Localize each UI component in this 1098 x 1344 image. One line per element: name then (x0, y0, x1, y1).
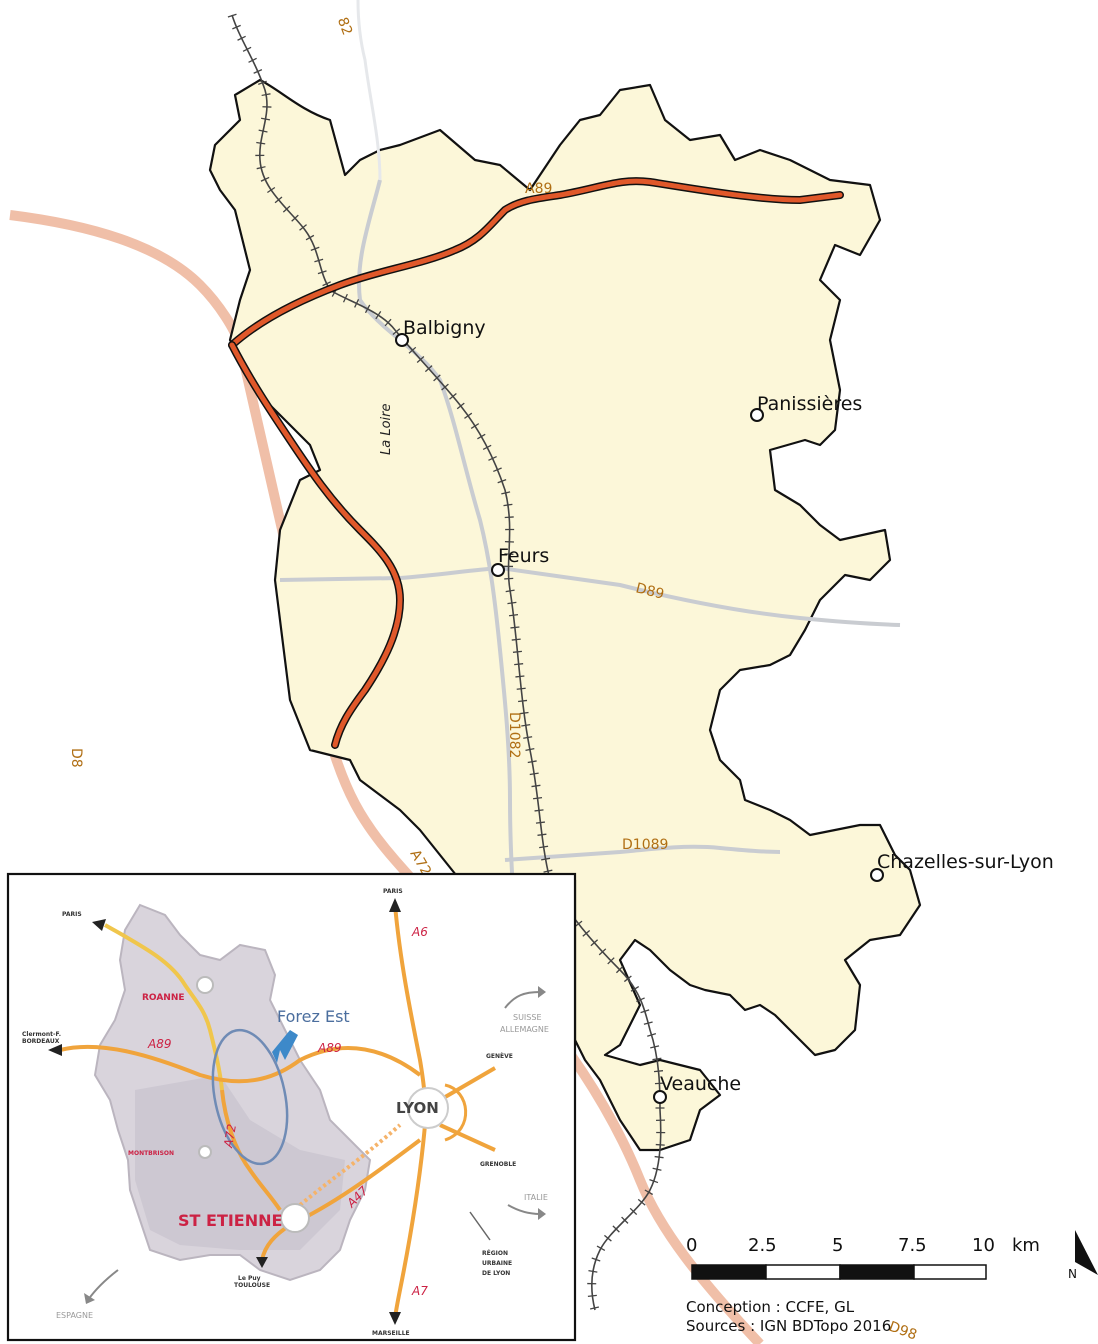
territory-outline (208, 78, 922, 1152)
inset-region2-label: URBAINE (482, 1260, 512, 1267)
inset-montbrison-label: MONTBRISON (128, 1150, 174, 1157)
inset-road-a45 (298, 1123, 402, 1207)
a89-label: A89 (525, 181, 552, 197)
inset-arrow-suisse (504, 991, 541, 1009)
inset-lyon-marker (407, 1087, 449, 1129)
inset-clermont-label: Clermont-F. (22, 1031, 61, 1038)
inset-paris-n-label: PARIS (383, 888, 403, 895)
inset-road-lyon-ring (444, 1083, 468, 1142)
d98-label: D98 (887, 1319, 919, 1344)
a89-motorway-fill (229, 178, 843, 348)
d1082-road (357, 179, 517, 921)
inset-region-pointer (469, 1211, 491, 1241)
balbigny-label: Balbigny (403, 317, 486, 339)
d1089-road (504, 844, 781, 862)
inset-toulouse-label: TOULOUSE (234, 1282, 270, 1289)
inset-lepuy-label: Le Puy (238, 1275, 261, 1282)
inset-road-a89 (59, 1044, 422, 1084)
inset-road-geneve (438, 1066, 497, 1102)
inset-arrow-italie (507, 1204, 541, 1215)
inset-road-a72 (220, 1089, 282, 1212)
scale-seg-1 (691, 1264, 767, 1280)
inset-a89e-label: A89 (317, 1041, 341, 1055)
credit-sources: Sources : IGN BDTopo 2016 (686, 1317, 891, 1335)
inset-road-grenoble (439, 1123, 496, 1152)
veauche-marker (653, 1090, 667, 1104)
inset-a6-label: A6 (411, 925, 428, 939)
inset-a7-label: A7 (411, 1284, 428, 1298)
d1089-label: D1089 (622, 837, 668, 853)
inset-forez-label: Forez Est (277, 1007, 350, 1026)
inset-forez-ellipse (211, 1028, 289, 1166)
inset-arrow-marseille (389, 1312, 401, 1325)
inset-bordeaux-label: BORDEAUX (22, 1038, 60, 1045)
inset-region3-label: DE LYON (482, 1270, 510, 1277)
inset-italie-label: ITALIE (524, 1193, 548, 1202)
north-arrow: N (1068, 1230, 1098, 1281)
inset-arrow-espagne-head (84, 1293, 95, 1304)
d89-label: D89 (634, 580, 666, 602)
inset-arrow-paris-n (389, 898, 401, 912)
balbigny-marker (395, 333, 409, 347)
feurs-marker (491, 563, 505, 577)
chazelles-label: Chazelles-sur-Lyon (877, 851, 1054, 873)
scale-tick-0: 0 (686, 1235, 697, 1256)
inset-road-a7 (393, 1124, 427, 1319)
scale-seg-4 (913, 1264, 987, 1280)
inset-arrow-lepuy (256, 1257, 268, 1268)
panissieres-marker (750, 408, 764, 422)
inset-map: Forez Est ROANNE MONTBRISON ST ETIENNE L… (6, 872, 577, 1342)
inset-paris-nw-label: PARIS (62, 911, 82, 918)
scale-tick-2: 5 (832, 1235, 843, 1256)
inset-region1-label: RÉGION (482, 1249, 508, 1257)
railway-ties (227, 13, 666, 1312)
scale-tick-4: 10 (972, 1235, 995, 1256)
d1082-road-north (356, 0, 382, 181)
inset-roanne-label: ROANNE (142, 993, 185, 1003)
scale-tick-1: 2.5 (748, 1235, 777, 1256)
inset-arrow-suisse-head (538, 986, 546, 998)
inset-arrow-italie-head (538, 1208, 546, 1220)
north-arrow-icon (1075, 1230, 1098, 1275)
a72-faded-motorway-south (555, 1037, 764, 1344)
inset-allemagne-label: ALLEMAGNE (500, 1025, 549, 1034)
veauche-label: Veauche (660, 1073, 741, 1095)
inset-a89w-label: A89 (147, 1037, 171, 1051)
inset-arrow-bordeaux (48, 1044, 62, 1056)
north-label: N (1068, 1267, 1077, 1281)
panissieres-label: Panissières (757, 393, 862, 415)
scale-tick-3: 7.5 (898, 1235, 927, 1256)
credit-conception: Conception : CCFE, GL (686, 1298, 855, 1316)
inset-roanne-marker (196, 976, 214, 994)
scale-unit: km (1012, 1235, 1040, 1256)
d89-road (279, 565, 901, 627)
inset-grenoble-label: GRENOBLE (480, 1161, 516, 1168)
scale-seg-2 (765, 1264, 841, 1280)
inset-geneve-label: GENÈVE (486, 1052, 513, 1060)
inset-road-a47 (299, 1138, 422, 1222)
scale-bar: 0 2.5 5 7.5 10 km (686, 1235, 1040, 1280)
inset-montbrison-marker (198, 1145, 212, 1159)
d1082-label: D1082 (506, 712, 522, 758)
inset-st-etienne-marker (280, 1203, 310, 1233)
river-label: La Loire (379, 404, 394, 456)
inset-st-etienne-label: ST ETIENNE (178, 1211, 282, 1230)
inset-lyon-label: LYON (396, 1099, 439, 1117)
inset-a72-label: A72 (221, 1123, 239, 1150)
feurs-label: Feurs (498, 545, 549, 567)
inset-marseille-label: MARSEILLE (372, 1330, 410, 1337)
chazelles-marker (870, 868, 884, 882)
scale-seg-3 (839, 1264, 915, 1280)
a72-motorway-fill (229, 342, 403, 748)
inset-suisse-label: SUISSE (513, 1013, 542, 1022)
inset-arrow-paris-nw (92, 919, 106, 931)
top-road-label: 82 (334, 15, 355, 37)
d8-label: D8 (68, 748, 84, 768)
inset-espagne-label: ESPAGNE (56, 1311, 93, 1320)
inset-forez-arrow (272, 1030, 298, 1063)
